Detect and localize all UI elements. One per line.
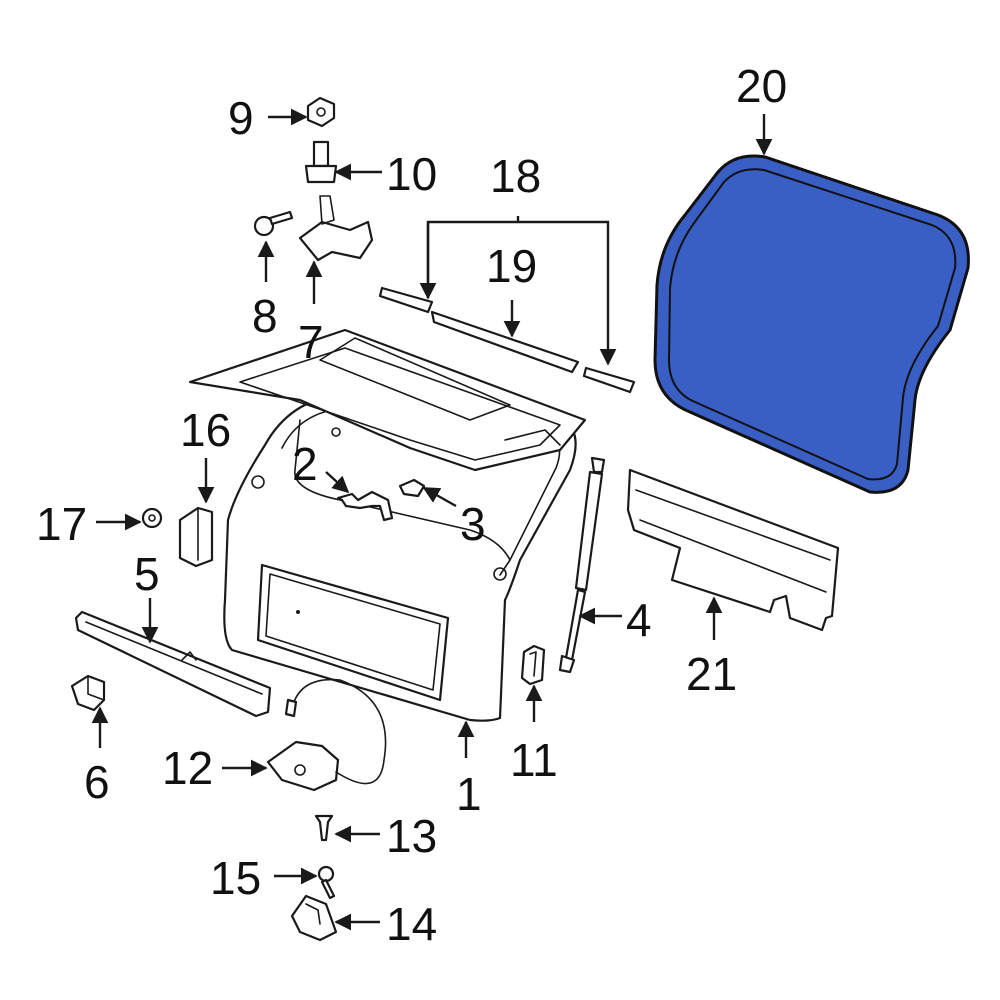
liftgate-glass — [188, 328, 587, 472]
striker-part-14[interactable] — [290, 894, 338, 942]
callout-9: 9 — [228, 92, 254, 144]
weatherstrip-inner-edge — [667, 168, 957, 481]
callout-13: 13 — [386, 810, 437, 862]
callout-12: 12 — [162, 742, 213, 794]
callout-17: 17 — [36, 498, 87, 550]
leader-lines — [91, 108, 773, 931]
lift-support-part-4[interactable] — [558, 456, 606, 674]
callout-2: 2 — [292, 438, 318, 490]
bolt-part-8[interactable] — [253, 210, 294, 237]
callout-5: 5 — [134, 548, 160, 600]
callout-8: 8 — [252, 290, 278, 342]
callout-7: 7 — [298, 316, 324, 368]
clip-part-3[interactable] — [398, 478, 426, 498]
nut-part-9[interactable] — [306, 96, 336, 128]
callout-15: 15 — [210, 852, 261, 904]
trim-panel-part-21[interactable] — [626, 468, 840, 632]
callout-19: 19 — [486, 240, 537, 292]
callout-14: 14 — [386, 898, 437, 950]
bumper-part-16[interactable] — [178, 506, 214, 568]
callout-21: 21 — [686, 648, 737, 700]
bolt-part-15[interactable] — [317, 865, 336, 900]
callout-1: 1 — [456, 768, 482, 820]
bracket-part-6[interactable] — [70, 674, 106, 712]
callout-20: 20 — [736, 60, 787, 112]
weatherstrip-seal-highlight — [653, 154, 970, 494]
stud-part-10[interactable] — [304, 140, 338, 184]
applique-part-5[interactable] — [74, 610, 272, 718]
callout-11: 11 — [510, 734, 558, 786]
bolt-part-13[interactable] — [314, 814, 334, 842]
molding-part-19[interactable] — [430, 310, 580, 374]
hinge-bracket-part-2[interactable] — [336, 490, 394, 522]
handle-part-11[interactable] — [520, 644, 546, 686]
weatherstrip-part-20[interactable] — [653, 154, 970, 494]
molding-part-18-right[interactable] — [582, 366, 636, 394]
callout-10: 10 — [386, 148, 437, 200]
callout-18: 18 — [490, 150, 541, 202]
callout-4: 4 — [626, 594, 652, 646]
callout-6: 6 — [84, 756, 110, 808]
hinge-part-7[interactable] — [298, 195, 374, 262]
bolt-part-17[interactable] — [141, 507, 163, 529]
callout-3: 3 — [460, 498, 486, 550]
latch-part-12[interactable] — [266, 678, 387, 792]
molding-part-18-left[interactable] — [378, 286, 434, 314]
callout-16: 16 — [180, 404, 231, 456]
callout-labels: 9 10 8 7 20 18 19 16 17 2 3 4 21 5 6 11 … — [36, 60, 787, 950]
